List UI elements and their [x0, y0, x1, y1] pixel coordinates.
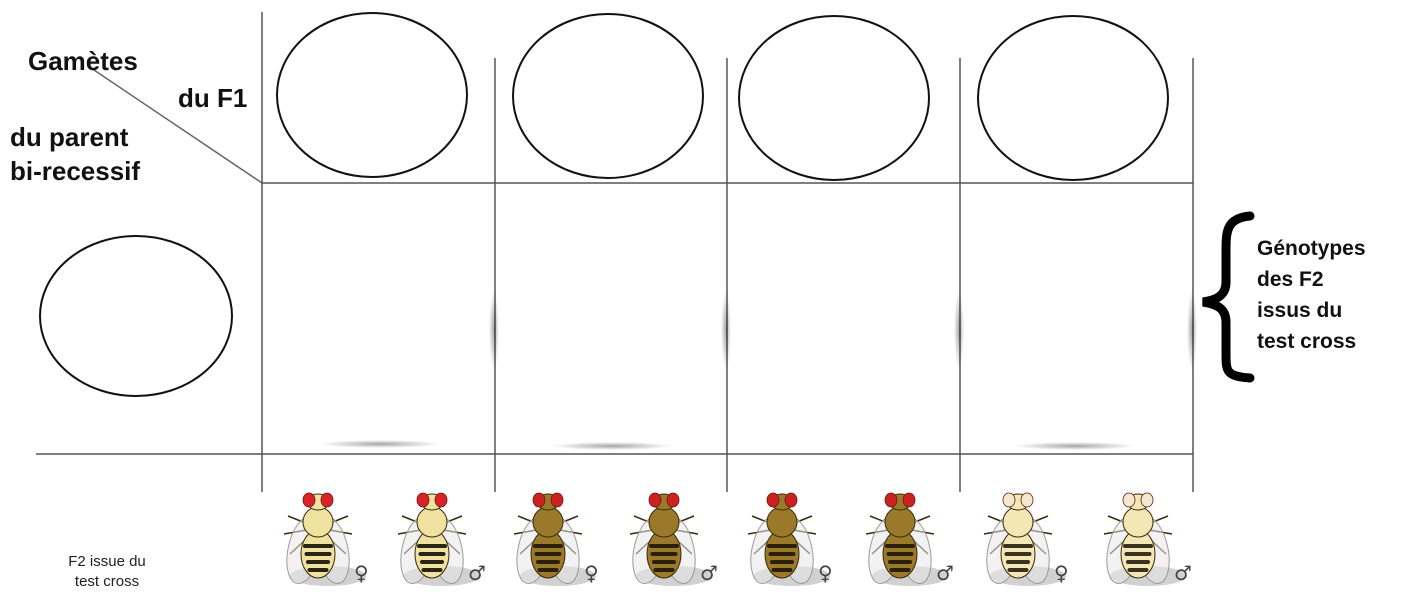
sex-symbol: ♀ [354, 561, 369, 585]
genotypes-note-line: Génotypes [1257, 233, 1366, 264]
gametes-label: Gamètes [28, 46, 138, 77]
parent-label-line1: du parent [10, 122, 128, 153]
fly-icon: ♀ [281, 493, 368, 587]
sex-symbol: ♂ [468, 561, 486, 585]
fly-icon: ♂ [863, 493, 954, 587]
cell-shadow [552, 442, 672, 450]
fly-row: ♀ ♂ ♀ ♂ ♀ ♂ ♀ ♂ [281, 493, 1192, 587]
sex-symbol: ♂ [936, 561, 954, 585]
sex-symbol: ♀ [1054, 561, 1069, 585]
fly-icon: ♀ [745, 493, 832, 587]
sex-symbol: ♀ [584, 561, 599, 585]
f1-gamete-circle [513, 14, 703, 178]
f1-gamete-circle [978, 16, 1168, 180]
cell-shadow [721, 290, 731, 370]
f1-gamete-circle [277, 13, 467, 177]
f1-label: du F1 [178, 83, 247, 114]
sex-symbol: ♂ [700, 561, 718, 585]
f2-caption-line: test cross [32, 572, 182, 592]
fly-icon: ♂ [1101, 493, 1192, 587]
genotypes-note-line: issus du [1257, 295, 1366, 326]
fly-icon: ♀ [981, 493, 1068, 587]
curly-brace [1203, 216, 1250, 378]
genotypes-note-line: test cross [1257, 326, 1366, 357]
genotypes-note: Génotypes des F2 issus du test cross [1257, 233, 1366, 357]
cell-shadow [954, 290, 964, 370]
cell-shadow [320, 440, 440, 448]
fly-icon: ♂ [395, 493, 486, 587]
cell-shadow [1187, 290, 1197, 370]
cell-shadow [489, 290, 499, 370]
fly-icon: ♀ [511, 493, 598, 587]
sex-symbol: ♀ [818, 561, 833, 585]
cell-shadow [1015, 442, 1135, 450]
f2-caption: F2 issue du test cross [32, 552, 182, 592]
genotypes-note-line: des F2 [1257, 264, 1366, 295]
parent-label-line2: bi-recessif [10, 156, 140, 187]
sex-symbol: ♂ [1174, 561, 1192, 585]
parent-gamete-circle [40, 236, 232, 396]
f1-gamete-circle [739, 16, 929, 180]
fly-icon: ♂ [627, 493, 718, 587]
f2-caption-line: F2 issue du [32, 552, 182, 572]
